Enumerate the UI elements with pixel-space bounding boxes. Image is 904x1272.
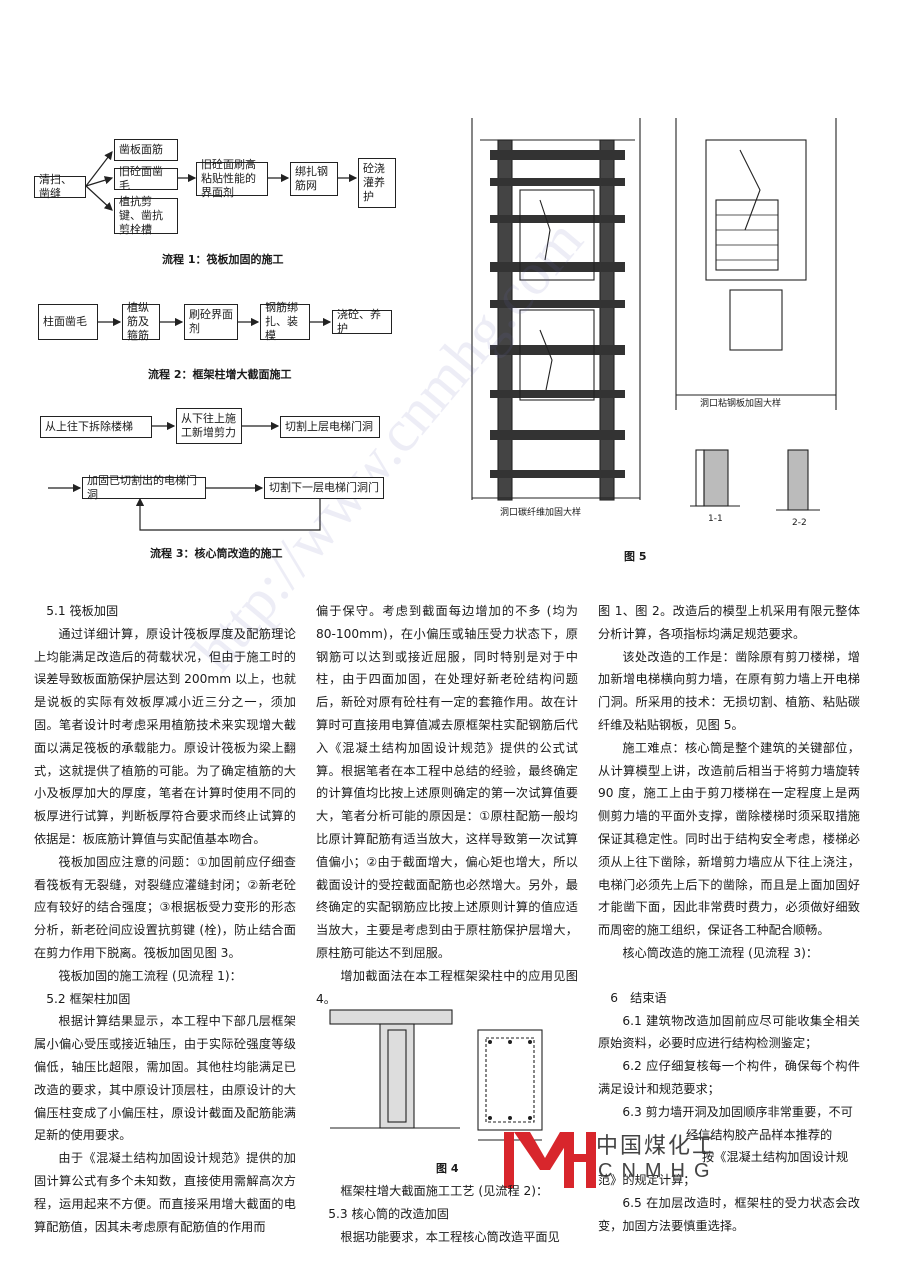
fig5-label-left: 洞口碳纤维加固大样 [500, 508, 582, 518]
col3-para-3: 施工难点：核心筒是整个建筑的关键部位，从计算模型上讲，改造前后相当于将剪力墙旋转… [598, 740, 860, 938]
fig5-elevation [471, 118, 641, 501]
fig5-caption: 图 5 [624, 550, 647, 563]
flow2-step5: 浇砼、养护 [332, 308, 392, 335]
logo-text-cn: 中国煤化工 [596, 1134, 717, 1159]
fig5-section-1: 1-1 [708, 514, 723, 524]
col3-para-2: 该处改造的工作是：凿除原有剪刀楼梯，增加新增电梯横向剪力墙，在原有剪力墙上开电梯… [598, 649, 860, 732]
fig4-drawing [329, 1009, 543, 1141]
flow1-step3: 绑扎钢筋网 [290, 162, 338, 196]
flow2-step4: 钢筋绑扎、装模 [260, 301, 310, 342]
heading-5-1: 5.1 筏板加固 [46, 604, 119, 618]
col1-para-5: 由于《混凝土结构加固设计规范》提供的加固计算公式有多个未知数，直接使用需解高次方… [34, 1151, 296, 1234]
col3-para-9: 按《混凝土结构加固设计规 [702, 1150, 849, 1165]
fig5-section-2: 2-2 [792, 518, 807, 528]
flow3-c: 切割上层电梯门洞 [280, 416, 380, 438]
col3-para-6: 6.2 应仔细复核每一个构件，确保每个构件满足设计和规范要求； [598, 1059, 860, 1096]
text-column-2: 偏于保守。考虑到截面每边增加的不多 (均为 80-100mm)，在小偏压或轴压受… [316, 600, 578, 1249]
col3-para-8: 经信结构胶产品样本推荐的 [686, 1127, 833, 1142]
text-column-1: 5.1 筏板加固 通过详细计算，原设计筏板厚度及配筋理论上均能满足改造后的荷载状… [34, 600, 296, 1238]
heading-5-2: 5.2 框架柱加固 [46, 991, 131, 1006]
col3-para-5: 6.1 建筑物改造加固前应尽可能收集全相关原始资料，必要时应进行结构检测鉴定； [598, 1013, 860, 1051]
logo-mark [504, 1132, 596, 1188]
logo-text-en: CNMHG [598, 1160, 719, 1182]
flow1-branch1: 凿板面筋 [114, 139, 178, 161]
flow1-step4: 砼浇灌养护 [358, 158, 396, 208]
fig5-plate-detail [675, 118, 837, 410]
col3-para-4: 核心筒改造的施工流程 (见流程 3)： [622, 945, 819, 960]
flow1-branch2: 旧砼面凿毛 [114, 165, 178, 192]
flow1-step2: 旧砼面刷高粘贴性能的界面剂 [196, 158, 268, 199]
col3-para-1: 图 1、图 2。改造后的模型上机采用有限元整体分析计算，各项指标均满足规范要求。 [598, 604, 860, 641]
heading-5-3: 5.3 核心筒的改造加固 [328, 1207, 449, 1222]
text-column-3: 图 1、图 2。改造后的模型上机采用有限元整体分析计算，各项指标均满足规范要求。… [598, 600, 860, 1238]
flow1-start: 清扫、凿缝 [34, 173, 86, 200]
col3-para-11: 6.5 在加层改造时，框架柱的受力状态会改变，加固方法要慎重选择。 [598, 1195, 860, 1233]
col2-para-3: 框架柱增大截面施工工艺 (见流程 2)： [340, 1184, 549, 1199]
col1-para-4: 根据计算结果显示，本工程中下部几层框架属小偏心受压或接近轴压，由于实际砼强度等级… [34, 1014, 296, 1143]
heading-6: 6 结束语 [610, 990, 667, 1005]
col1-para-1: 通过详细计算，原设计筏板厚度及配筋理论上均能满足改造后的荷载状况，但由于施工时的… [34, 626, 296, 846]
col2-para-1: 偏于保守。考虑到截面每边增加的不多 (均为 80-100mm)，在小偏压或轴压受… [316, 604, 578, 960]
flow2-step1: 柱面凿毛 [38, 304, 98, 340]
col1-para-2: 筏板加固应注意的问题：①加固前应仔细查看筏板有无裂缝，对裂缝应灌缝封闭；②新老砼… [34, 854, 296, 960]
col3-para-7: 6.3 剪力墙开洞及加固顺序非常重要，不可 [622, 1104, 853, 1119]
flow3-caption: 流程 3：核心筒改造的施工 [150, 547, 283, 560]
flow3-d: 加固已切割出的电梯门洞 [82, 474, 206, 501]
flow3-b: 从下往上施工新增剪力 [176, 408, 242, 444]
fig5-sections [690, 449, 820, 511]
col2-para-2: 增加截面法在本工程框架梁柱中的应用见图 4。 [316, 968, 578, 1006]
flow1-branch3: 植抗剪键、凿抗剪栓槽 [114, 195, 178, 236]
fig4-space [316, 1010, 578, 1180]
fig4-caption: 图 4 [436, 1162, 459, 1175]
flow3-a: 从上往下拆除楼梯 [40, 416, 152, 438]
flow2-caption: 流程 2：框架柱增大截面施工 [148, 368, 292, 381]
flow2-step2: 植纵筋及箍筋 [122, 301, 160, 342]
flow1-caption: 流程 1：筏板加固的施工 [162, 253, 284, 266]
flow2-step3: 刷砼界面剂 [184, 304, 238, 340]
col1-para-3: 筏板加固的施工流程 (见流程 1)： [58, 968, 242, 983]
col3-para-10: 范》的规定计算； [598, 1173, 696, 1188]
flow3-e: 切割下一层电梯门洞门 [264, 477, 384, 499]
fig5-label-right: 洞口粘钢板加固大样 [700, 399, 782, 409]
col2-para-4: 根据功能要求，本工程核心筒改造平面见 [340, 1229, 560, 1244]
